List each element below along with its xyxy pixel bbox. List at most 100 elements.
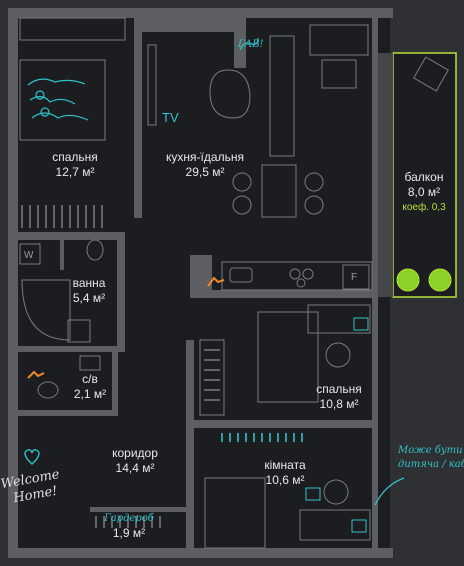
balcony-area: 8,0 м² [407,185,441,199]
bath-toilet [86,239,104,261]
plant-1-icon [396,268,420,292]
kitchen-armchair [321,59,357,89]
wardrobe-name: Гардероб [104,513,154,524]
washer-label: W [24,250,34,261]
washer [19,243,41,265]
tv-label: TV [162,110,179,125]
wardrobe-bedroom1 [19,17,126,41]
corridor-label: коридор 14,4 м² [100,446,170,476]
bedroom2-name: спальня [316,382,362,396]
wall-wardrobe-top [90,507,186,512]
wall-bed2-bottom [194,420,372,428]
note-arrow-icon [374,477,405,506]
balcony-label: балкон 8,0 м² коеф. 0,3 [396,170,452,215]
wall-bath-bottom [18,346,123,352]
room-note-line2: дитяча / каб [398,459,464,470]
cat-icon-1 [207,276,225,287]
room-chair [323,479,349,505]
sleeping-people-icon [27,78,89,121]
bath-name: ванна [72,276,106,290]
corridor-name: коридор [112,446,158,460]
bed-1 [19,59,106,141]
wall-top-mid [142,18,234,32]
room-name: кімната [264,458,306,472]
bed2-desk [307,304,371,334]
bathtub [21,279,71,341]
wc-sink [79,355,101,371]
dining-chair-1 [232,172,252,192]
wall-kitchen-bottom [190,290,372,298]
bed2-wardrobe [199,339,225,416]
bedroom2-label: спальня 10,8 м² [308,382,370,412]
room-note-line1: Може бути [398,445,463,456]
plant-2-icon [428,268,452,292]
wall-bedroom1-bottom [18,232,123,240]
corridor-area: 14,4 м² [115,461,155,475]
dining-chair-3 [304,172,324,192]
wall-wc-right [112,352,118,416]
bed-2 [257,311,319,403]
stove-ring-3 [296,278,306,288]
stove-ring-2 [302,268,314,280]
cat-icon-2 [27,370,45,379]
kitchen-area: 29,5 м² [185,165,225,179]
kitchen-sofa [269,35,295,157]
wall-right [372,8,378,558]
bedroom1-name: спальня [52,150,98,164]
bedroom1-label: спальня 12,7 м² [35,150,115,180]
room-wardrobe-hangers [221,433,303,442]
room-desk [299,509,371,541]
kitchen-cabinet [309,24,369,56]
stove-ring-1 [289,268,301,280]
kitchen-label: кухня-їдальня 29,5 м² [155,150,255,180]
wardrobe-area: 1,9 м² [112,526,146,540]
dining-chair-4 [304,195,324,215]
bath-label: ванна 5,4 м² [60,276,118,306]
kitchen-counter-bottom [221,261,373,291]
walls [8,8,393,558]
room-bed [204,477,266,549]
balcony-wall-left [378,53,393,297]
room-area: 10,6 м² [265,473,305,487]
fridge [342,264,370,290]
dog-icon [239,37,259,51]
wall-left [8,8,18,558]
kitchen-name: кухня-їдальня [166,150,244,164]
tv-stand [147,44,157,126]
dining-chair-2 [232,195,252,215]
fridge-label: F [351,272,358,283]
bedroom1-area: 12,7 м² [55,165,95,179]
balcony-name: балкон [404,170,444,184]
teal-chair-icon-2 [305,487,321,501]
balcony-chair [413,56,449,92]
wall-top-right [234,18,246,68]
wall-corridor-right [186,340,194,550]
wall-bath-right [117,232,125,352]
dog-note: ГАВ! [238,39,264,50]
room-note: Може бути дитяча / каб [398,444,464,472]
wall-kitchen-col [190,255,212,295]
wc-name: с/в [82,372,98,386]
coffee-table [209,69,251,119]
wardrobe-label: Гардероб 1,9 м² [96,511,162,541]
wc-area: 2,1 м² [73,387,107,401]
teal-chair-icon-3 [351,519,367,533]
wall-bedroom1-right [134,18,142,218]
bath-area: 5,4 м² [72,291,106,305]
wall-top [8,8,393,18]
bath-sink [67,319,91,343]
heart-icon [24,449,40,465]
kitchen-sink [229,267,253,283]
corridor-wardrobe-hangers [21,205,220,528]
room-label: кімната 10,6 м² [252,458,318,488]
wall-bottom [8,548,393,558]
balcony-coef: коеф. 0,3 [402,202,446,213]
bed2-chair [325,342,351,368]
wall-wc-bottom [18,410,118,416]
wc-label: с/в 2,1 м² [70,372,110,402]
bedroom2-area: 10,8 м² [319,397,359,411]
teal-chair-icon-1 [353,317,369,331]
dining-table [261,164,297,218]
wall-bath-left-divider [60,240,64,270]
